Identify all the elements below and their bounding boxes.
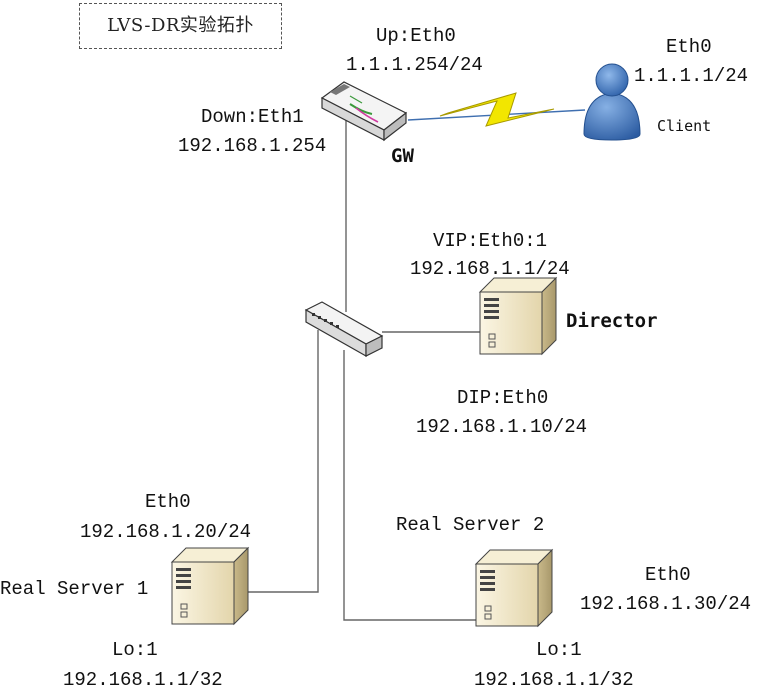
real-server-1-icon (171, 547, 249, 625)
director-vip-ip-label: 192.168.1.1/24 (410, 258, 570, 280)
client-iface-label: Eth0 (666, 36, 712, 58)
rs2-iface-label: Eth0 (645, 564, 691, 586)
director-vip-iface-label: VIP:Eth0:1 (433, 230, 547, 252)
director-dip-iface-label: DIP:Eth0 (457, 387, 548, 409)
real-server-2-icon (475, 549, 553, 627)
gw-down-iface-label: Down:Eth1 (201, 106, 304, 128)
client-person-icon (583, 63, 641, 141)
gw-up-iface-label: Up:Eth0 (376, 25, 456, 47)
wan-lightning-icon (439, 92, 555, 127)
rs1-lo-ip-label: 192.168.1.1/32 (63, 669, 223, 691)
network-links (242, 109, 586, 621)
director-dip-ip-label: 192.168.1.10/24 (416, 416, 587, 438)
director-name-label: Director (566, 310, 658, 332)
rs1-ip-label: 192.168.1.20/24 (80, 521, 251, 543)
switch-icon (304, 301, 384, 358)
rs2-ip-label: 192.168.1.30/24 (580, 593, 751, 615)
link-switch-rs2 (343, 350, 478, 621)
gw-down-ip-label: 192.168.1.254 (178, 135, 326, 157)
rs2-lo-ip-label: 192.168.1.1/32 (474, 669, 634, 691)
gw-up-ip-label: 1.1.1.254/24 (346, 54, 483, 76)
rs1-iface-label: Eth0 (145, 491, 191, 513)
rs1-name-label: Real Server 1 (0, 578, 148, 600)
link-switch-rs1 (242, 330, 319, 593)
gateway-router-icon (320, 81, 408, 142)
rs1-lo-iface-label: Lo:1 (112, 639, 158, 661)
director-server-icon (479, 277, 557, 355)
client-name-label: Client (657, 117, 711, 135)
gw-name-label: GW (391, 145, 414, 167)
rs2-name-label: Real Server 2 (396, 514, 544, 536)
rs2-lo-iface-label: Lo:1 (536, 639, 582, 661)
diagram-title: LVS-DR实验拓扑 (79, 3, 282, 49)
client-ip-label: 1.1.1.1/24 (634, 65, 748, 87)
